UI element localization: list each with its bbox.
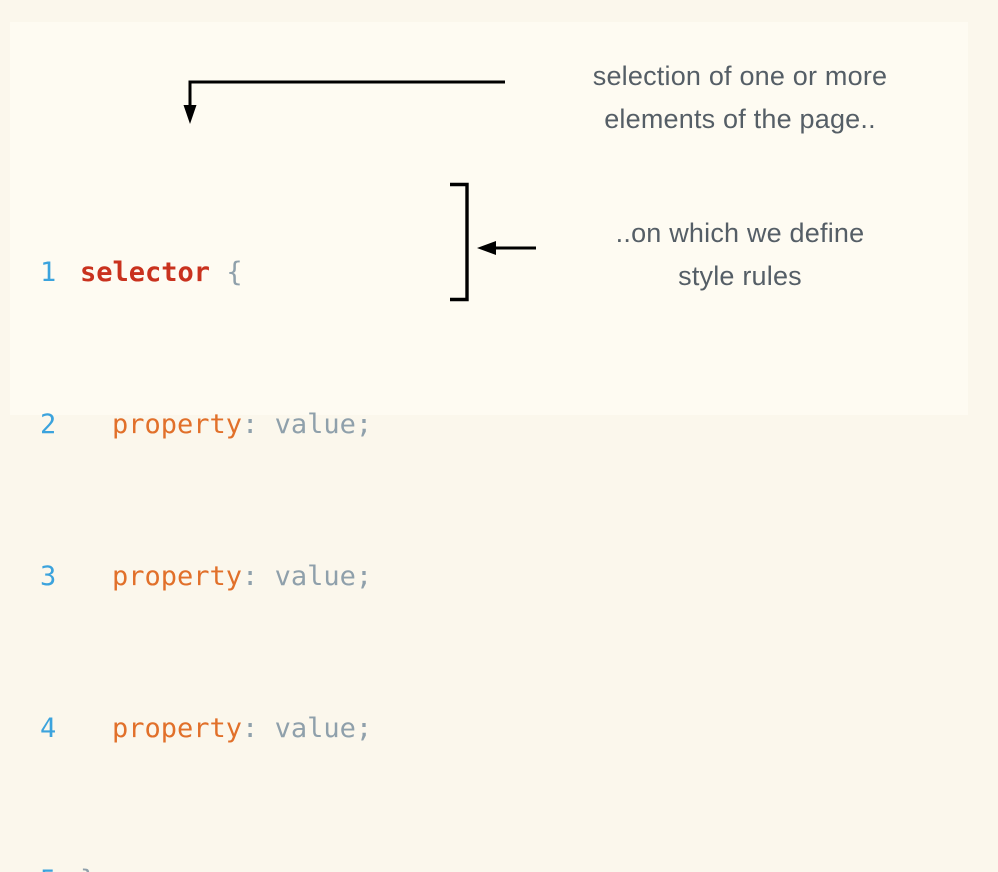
declarations-annotation-text: ..on which we define style rules xyxy=(540,212,940,298)
token-colon: : xyxy=(242,713,259,744)
token-value: value; xyxy=(274,713,373,744)
token-space xyxy=(258,406,274,444)
line-number: 1 xyxy=(40,257,57,288)
css-code-block: 1 selector { 2 property: value; 3 property:… xyxy=(40,140,372,872)
declarations-annotation-line-2: style rules xyxy=(678,261,802,291)
token-property: property xyxy=(112,713,243,744)
token-close-brace: } xyxy=(80,862,96,872)
token-open-brace: { xyxy=(226,257,243,288)
selector-annotation-text: selection of one or more elements of the… xyxy=(520,55,960,141)
line-number: 5 xyxy=(40,862,80,872)
diagram-canvas: 1 selector { 2 property: value; 3 property:… xyxy=(40,55,960,872)
token-value: value; xyxy=(274,561,373,592)
code-line-3: 3 property: value; xyxy=(40,558,372,596)
line-number: 4 xyxy=(40,713,57,744)
token-space xyxy=(258,558,274,596)
token-space xyxy=(210,254,226,292)
token-value: value; xyxy=(274,409,373,440)
token-selector: selector xyxy=(80,257,211,288)
token-property: property xyxy=(112,561,243,592)
token-colon: : xyxy=(242,409,259,440)
token-colon: : xyxy=(242,561,259,592)
code-line-2: 2 property: value; xyxy=(40,406,372,444)
code-line-4: 4 property: value; xyxy=(40,710,372,748)
line-number: 3 xyxy=(40,561,57,592)
token-property: property xyxy=(112,409,243,440)
code-line-1: 1 selector { xyxy=(40,254,372,292)
selector-annotation-line-1: selection of one or more xyxy=(592,61,888,91)
token-space xyxy=(258,710,274,748)
selector-annotation-line-2: elements of the page.. xyxy=(604,104,876,134)
code-line-5: 5} xyxy=(40,862,372,872)
declarations-annotation-line-1: ..on which we define xyxy=(615,218,865,248)
line-number: 2 xyxy=(40,409,57,440)
